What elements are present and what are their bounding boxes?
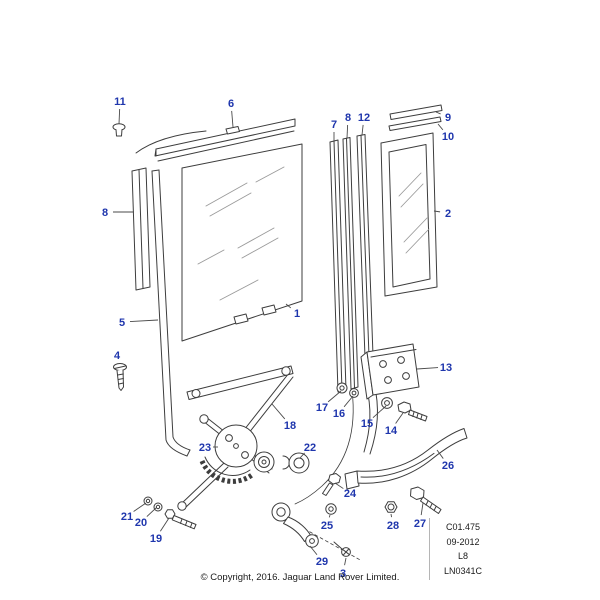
leader-line-26	[436, 449, 444, 459]
callout-2: 2	[445, 208, 451, 220]
leader-line-27	[420, 502, 424, 516]
callout-8: 8	[345, 112, 351, 124]
callout-15: 15	[361, 418, 373, 430]
callout-10: 10	[442, 131, 454, 143]
bolt	[410, 486, 442, 514]
leader-line-17	[327, 390, 342, 403]
leader-line-13	[416, 367, 439, 370]
callout-20: 20	[135, 517, 147, 529]
copyright-text: © Copyright, 2016. Jaguar Land Rover Lim…	[200, 572, 400, 583]
leader-line-1	[285, 303, 292, 309]
leader-line-11	[118, 108, 121, 125]
washer	[325, 503, 337, 515]
callout-22: 22	[304, 442, 316, 454]
ref-line-date: 09-2012	[446, 536, 480, 547]
washer	[349, 388, 359, 398]
callout-5: 5	[119, 317, 125, 329]
nut	[384, 501, 398, 513]
drain-wire-curve	[294, 389, 354, 505]
glazing-channel-rear	[356, 134, 378, 455]
callout-19: 19	[150, 533, 162, 545]
leader-line-16	[343, 395, 354, 408]
callout-28: 28	[387, 520, 399, 532]
callout-14: 14	[385, 425, 398, 437]
leader-line-2	[433, 210, 441, 213]
callout-6: 6	[228, 98, 234, 110]
ref-line-drawing: LN0341C	[443, 565, 483, 576]
leader-line-14	[395, 412, 404, 424]
leader-line-6	[231, 110, 234, 128]
screw	[113, 363, 127, 391]
leader-line-22	[299, 452, 305, 459]
ref-line-sheet: L8	[457, 551, 468, 561]
top-cable-curve	[135, 130, 207, 154]
crank-handle	[271, 502, 319, 548]
leader-line-10	[437, 123, 444, 131]
leader-line-8	[346, 124, 349, 139]
callout-29: 29	[316, 556, 328, 568]
bolt	[164, 509, 197, 530]
reference-divider	[429, 518, 430, 580]
callout-12: 12	[358, 112, 370, 124]
leader-line-29	[309, 545, 318, 556]
top-channel-rail	[154, 118, 296, 162]
leader-line-15	[372, 405, 387, 419]
leader-line-25	[328, 514, 331, 518]
rivet	[112, 123, 126, 137]
front-run-channel	[131, 167, 151, 291]
mounting-bracket	[360, 343, 420, 400]
handle-spacer	[282, 452, 310, 474]
quarter-window-frame	[380, 132, 438, 297]
washer	[381, 397, 393, 409]
callout-16: 16	[333, 408, 345, 420]
callout-13: 13	[440, 362, 452, 374]
callout-18: 18	[284, 420, 296, 432]
top-seal-strip	[389, 104, 443, 120]
callout-1: 1	[294, 308, 300, 320]
reference-block: C01.475 09-2012 L8 LN0341C	[432, 520, 494, 578]
callout-17: 17	[316, 402, 328, 414]
callout-3: 3	[340, 568, 346, 580]
callout-9: 9	[445, 112, 451, 124]
leader-line-28	[390, 513, 393, 518]
leader-line-21	[133, 502, 147, 512]
leader-line-20	[146, 507, 157, 517]
window-regulator	[177, 366, 294, 511]
bolt	[397, 401, 428, 422]
washer	[153, 502, 163, 512]
handle-screw	[333, 541, 351, 557]
window-glass	[181, 143, 303, 342]
leader-line-5	[129, 319, 159, 323]
callout-25: 25	[321, 520, 333, 532]
callout-27: 27	[414, 518, 426, 530]
callout-24: 24	[344, 488, 357, 500]
callout-23: 23	[199, 442, 211, 454]
lower-channel-arm	[344, 428, 468, 490]
callout-11: 11	[114, 96, 126, 108]
leader-line-19	[159, 517, 170, 532]
leader-line-18	[271, 403, 286, 420]
lift-channel	[186, 365, 294, 400]
glazing-channel-front	[329, 139, 347, 393]
leader-line-3	[344, 557, 347, 566]
callout-4: 4	[114, 350, 121, 362]
leader-line-24	[334, 482, 344, 489]
bolt	[322, 473, 341, 496]
callout-21: 21	[121, 511, 133, 523]
lower-run-channel	[151, 169, 191, 457]
seal-retainer-strip	[388, 116, 442, 131]
ref-line-code: C01.475	[445, 522, 481, 532]
callout-7: 7	[331, 119, 337, 131]
callout-26: 26	[442, 460, 454, 472]
washer	[336, 382, 348, 394]
glazing-channel-mid	[342, 137, 359, 390]
leader-line-12	[361, 124, 364, 136]
leader-line-9	[435, 111, 441, 115]
callout-8: 8	[102, 207, 108, 219]
